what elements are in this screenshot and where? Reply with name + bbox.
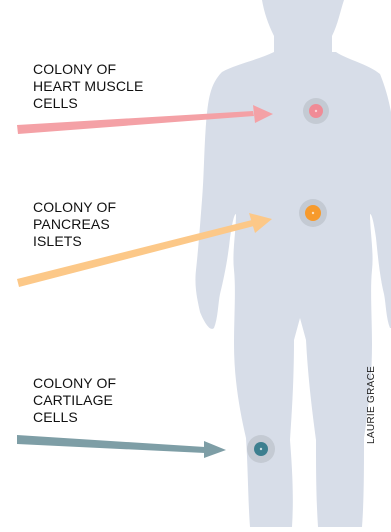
pancreas-colony-label: COLONY OF PANCREAS ISLETS [33,199,116,250]
label-line: CELLS [33,95,143,112]
cartilage-colony-label: COLONY OF CARTILAGE CELLS [33,375,116,426]
heart-colony-spot [303,98,329,124]
cartilage-arrow [17,435,226,458]
label-line: COLONY OF [33,61,143,78]
illustrator-credit: LAURIE GRACE [366,366,377,444]
label-line: PANCREAS [33,216,116,233]
label-line: ISLETS [33,233,116,250]
pancreas-colony-spot [299,199,327,227]
label-line: CELLS [33,409,116,426]
label-line: COLONY OF [33,375,116,392]
label-line: CARTILAGE [33,392,116,409]
heart-colony-label: COLONY OF HEART MUSCLE CELLS [33,61,143,112]
label-line: COLONY OF [33,199,116,216]
label-line: HEART MUSCLE [33,78,143,95]
human-body-silhouette [195,0,391,527]
cartilage-colony-spot [247,435,275,463]
